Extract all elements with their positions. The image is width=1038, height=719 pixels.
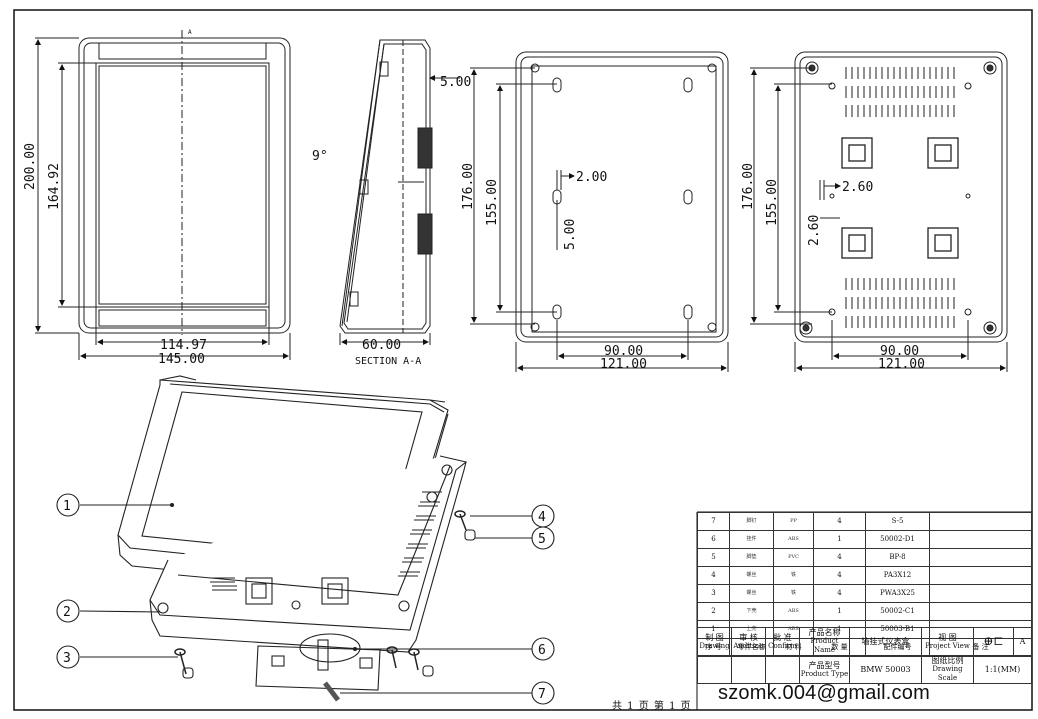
dim-side-depth: 60.00 <box>362 338 401 353</box>
dim-side-angle: 9° <box>312 149 328 164</box>
sheet-size: A <box>1013 627 1032 656</box>
dim-front-width-outer: 145.00 <box>158 352 205 367</box>
dim-front-width-inner: 114.97 <box>160 338 207 353</box>
back-view <box>470 51 729 372</box>
product-name-value: 墙挂式仪表盒 <box>849 627 922 656</box>
balloon-7: 7 <box>538 687 546 702</box>
dim-back-height-inner: 155.00 <box>485 179 500 226</box>
dim-inside-height-inner: 155.00 <box>765 179 780 226</box>
dim-side-offset: 5.00 <box>440 75 471 90</box>
dim-back-hole-height: 5.00 <box>563 219 578 250</box>
dim-back-hole-width: 2.00 <box>576 170 607 185</box>
inside-view <box>750 51 1008 372</box>
front-view <box>35 30 291 360</box>
balloon-3: 3 <box>63 651 71 666</box>
dim-back-spacing: 90.00 <box>604 344 643 359</box>
dim-front-height-inner: 164.92 <box>47 163 62 210</box>
sheet-border <box>13 9 1033 711</box>
dim-inside-spacing: 90.00 <box>880 344 919 359</box>
dim-front-height-outer: 200.00 <box>23 143 38 190</box>
balloon-2: 2 <box>63 605 71 620</box>
dim-inside-slot-w: 2.60 <box>842 180 873 195</box>
dim-inside-height-outer: 176.00 <box>741 163 756 210</box>
dim-inside-slot-h: 2.60 <box>807 215 822 246</box>
section-mark: A <box>188 29 192 36</box>
scale-value: 1:1(MM) <box>973 655 1032 684</box>
side-view <box>339 39 460 345</box>
page-info: 共 1 页 第 1 页 <box>612 701 692 712</box>
exploded-view <box>56 375 555 705</box>
balloon-1: 1 <box>63 499 71 514</box>
dim-back-height-outer: 176.00 <box>461 163 476 210</box>
contact-email: szomk.004@gmail.com <box>718 682 930 704</box>
balloon-4: 4 <box>538 510 546 525</box>
projection-symbol-icon: ⊕⊏ <box>973 627 1014 656</box>
dim-inside-width: 121.00 <box>878 357 925 372</box>
section-label: SECTION A-A <box>355 356 421 367</box>
balloon-5: 5 <box>538 532 546 547</box>
product-type-value: BMW 50003 <box>849 655 922 684</box>
balloon-6: 6 <box>538 643 546 658</box>
dim-back-width: 121.00 <box>600 357 647 372</box>
